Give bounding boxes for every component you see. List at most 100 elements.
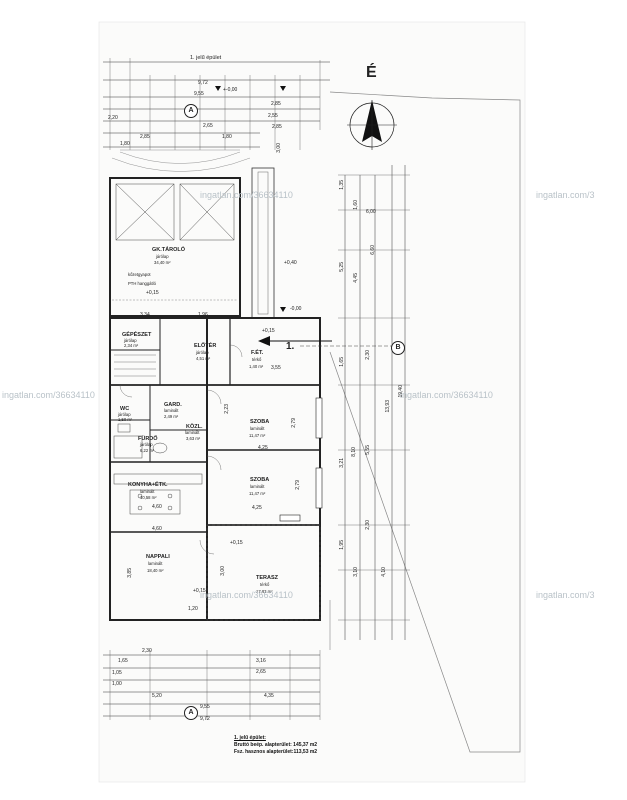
dim-top-5: 2,20	[108, 115, 118, 121]
dim-top-6: 2,85	[140, 134, 150, 140]
footer-net-area: Fsz. hasznos alapterület:113,53 m2	[234, 749, 318, 755]
dim-top-3: 2,55	[268, 113, 278, 119]
dim-interior-6: 3,85	[127, 568, 133, 578]
dim-top-7: 1,80	[120, 141, 130, 147]
level-marker-garage: +0,15	[146, 290, 159, 296]
room-fet-floor: térkő	[252, 357, 262, 362]
room-terasz-floor: térkő	[260, 582, 270, 587]
room-gard-area: 2,49 m²	[164, 414, 179, 419]
room-szoba2-area: 11,47 m²	[249, 491, 266, 496]
watermark-5: ingatlan.com/3	[536, 590, 595, 600]
dim-bottom-7: 4,35	[264, 693, 274, 699]
room-eloter-floor: járólap	[196, 350, 209, 355]
room-furdo-area: 6,22 m²	[140, 448, 155, 453]
dim-right-0: 1,35	[339, 180, 345, 190]
room-gepeszet-name: GÉPÉSZET	[122, 332, 152, 338]
dim-bottom-5: 1,00	[112, 681, 122, 687]
room-wc-area: 1,50 m²	[118, 417, 133, 422]
building-label-top: 1. jelű épület	[190, 55, 222, 61]
room-kozl-floor: laminált	[185, 430, 200, 435]
room-eloter-area: 4,51 m²	[196, 356, 211, 361]
level-marker-nappali: +0,15	[193, 588, 206, 594]
room-gard-floor: laminált	[164, 408, 179, 413]
dim-right-2: 6,00	[366, 209, 376, 215]
dim-right-14: 3,10	[353, 567, 359, 577]
room-nappali-floor: laminált	[148, 561, 163, 566]
dim-right-13: 1,95	[339, 540, 345, 550]
room-terasz-name: TERASZ	[256, 575, 278, 581]
room-konyha-area: 10,58 m²	[140, 495, 157, 500]
room-furdo-floor: járólap	[140, 442, 153, 447]
dim-interior-11: 2,79	[295, 480, 301, 490]
garage-note-insulation: kőzetgyapot	[128, 272, 151, 277]
dim-interior-12: 1,20	[188, 606, 198, 612]
dim-right-1: 1,60	[353, 200, 359, 210]
dim-top-8: 2,65	[203, 123, 213, 129]
room-szoba1-floor: laminált	[250, 426, 265, 431]
dim-bottom-0: 1,65	[118, 658, 128, 664]
dim-bottom-6: 5,20	[152, 693, 162, 699]
section-marker: 1.	[286, 341, 295, 352]
room-konyha-name: KONYHA+ÉTK.	[128, 482, 168, 488]
room-fet-name: F.ÉT.	[251, 350, 264, 356]
dim-bottom-3: 2,65	[256, 669, 266, 675]
grid-bubble-a-bottom: A	[184, 706, 198, 720]
level-marker-entry: -0,00	[290, 306, 302, 312]
dim-right-16: 2,30	[365, 520, 371, 530]
room-wc-floor: járólap	[118, 412, 131, 417]
room-garage-floor: járólap	[156, 254, 169, 259]
dim-interior-7: 3,00	[220, 566, 226, 576]
dim-right-4: 4,45	[353, 273, 359, 283]
dim-top-10: 3,00	[276, 143, 282, 153]
north-label: É	[366, 64, 377, 81]
dim-interior-3: 4,25	[252, 505, 262, 511]
dim-right-10: 13,93	[385, 400, 391, 413]
room-gepeszet-area: 2,34 m²	[124, 343, 139, 348]
level-marker-top: +-0,00	[223, 87, 238, 93]
dim-interior-5: 4,60	[152, 526, 162, 532]
watermark-1: ingatlan.com/3	[536, 190, 595, 200]
room-wc-name: WC	[120, 406, 130, 412]
dim-interior-4: 4,60	[152, 504, 162, 510]
room-kozl-area: 3,63 m²	[186, 436, 201, 441]
grid-bubble-a-top: A	[184, 104, 198, 118]
dim-interior-1: 1,96	[198, 312, 208, 318]
dim-right-15: 4,10	[381, 567, 387, 577]
dim-right-6: 1,65	[339, 357, 345, 367]
dim-bottom-1: 2,30	[142, 648, 152, 654]
dim-interior-2: 4,25	[258, 445, 268, 451]
room-szoba1-area: 11,47 m²	[249, 433, 266, 438]
room-garage-name: GK.TÁROLÓ	[152, 247, 185, 253]
room-fet-area: 1,40 m²	[249, 364, 264, 369]
watermark-4: ingatlan.com/36634110	[400, 390, 493, 400]
room-szoba2-name: SZOBA	[250, 477, 270, 483]
dim-bottom-2: 3,16	[256, 658, 266, 664]
grid-bubble-b: B	[391, 341, 405, 355]
garage-note-sound: PTH hanggátló	[128, 281, 156, 286]
dim-bottom-4: 1,05	[112, 670, 122, 676]
room-konyha-floor: laminált	[140, 489, 155, 494]
footer-title: 1. jelű épület:	[234, 735, 266, 741]
dim-top-1: 9,55	[194, 91, 204, 97]
watermark-2: ingatlan.com/36634110	[200, 190, 293, 200]
dim-top-4: 2,85	[272, 124, 282, 130]
room-gard-name: GARD.	[164, 402, 182, 408]
footer-gross-area: Bruttó beép. alapterület: 145,37 m2	[234, 742, 318, 748]
watermark-6: ingatlan.com/36634110	[200, 590, 293, 600]
dim-bottom-9: 9,72	[200, 716, 210, 722]
room-furdo-name: FÜRDŐ	[138, 436, 158, 442]
dim-interior-9: 3,55	[271, 365, 281, 371]
room-szoba2-floor: laminált	[250, 484, 265, 489]
dim-top-2: 2,85	[271, 101, 281, 107]
dim-right-7: 2,30	[365, 350, 371, 360]
dim-interior-10: 2,79	[291, 418, 297, 428]
dim-top-0: 9,72	[198, 80, 208, 86]
dim-right-11: 3,21	[339, 458, 345, 468]
room-terasz-area: 17,83 m²	[256, 589, 273, 594]
room-kozl-name: KÖZL.	[186, 424, 203, 430]
dim-right-12: 5,55	[365, 445, 371, 455]
dim-top-9: 1,80	[222, 134, 232, 140]
room-eloter-name: ELŐTÉR	[194, 343, 217, 349]
room-gepeszet-floor: járólap	[124, 338, 137, 343]
